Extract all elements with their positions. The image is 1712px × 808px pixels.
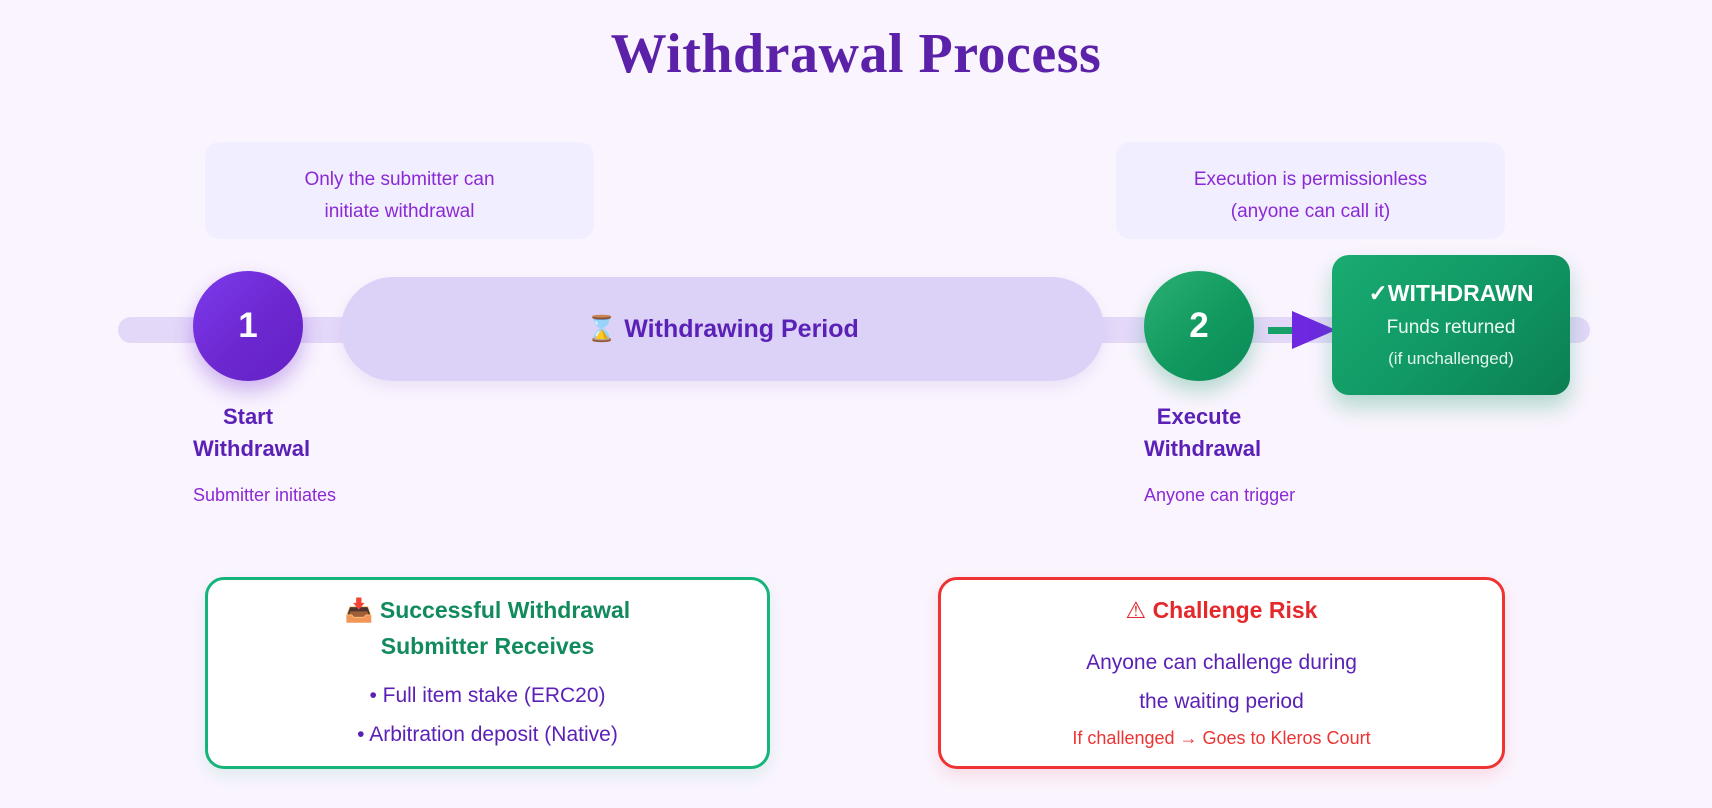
risk-body-line-2: the waiting period (1139, 690, 1304, 713)
withdrawing-period-text: Withdrawing Period (624, 315, 859, 343)
success-heading-line-2: Submitter Receives (380, 632, 595, 659)
connector-arrow (1268, 311, 1344, 349)
withdrawn-title: ✓WITHDRAWN (1368, 279, 1534, 306)
risk-card-heading: ⚠ Challenge Risk (1126, 593, 1318, 629)
step-2-title-line-1: Execute (1156, 404, 1242, 429)
warning-icon: ⚠ (1125, 598, 1147, 624)
callout-left-line-2: initiate withdrawal (324, 201, 475, 222)
card-successful-withdrawal: 📥 Successful Withdrawal Submitter Receiv… (205, 577, 770, 769)
step-1-subtitle: Submitter initiates (193, 485, 337, 505)
success-bullet-2: • Arbitration deposit (Native) (357, 722, 618, 746)
card-challenge-risk: ⚠ Challenge Risk Anyone can challenge du… (938, 577, 1505, 769)
step-1-title-line-1: Start (222, 404, 274, 429)
withdrawing-period-pill: ⌛ Withdrawing Period (341, 277, 1104, 381)
step-2-title-line-2: Withdrawal (1144, 436, 1262, 461)
success-card-body: • Full item stake (ERC20) • Arbitration … (357, 676, 618, 754)
withdrawn-result-box: ✓WITHDRAWN Funds returned (if unchalleng… (1332, 255, 1570, 395)
risk-heading-text: Challenge Risk (1152, 597, 1318, 623)
risk-card-body: Anyone can challenge during the waiting … (1086, 643, 1357, 721)
risk-body-line-1: Anyone can challenge during (1086, 651, 1357, 674)
step-2-subtitle: Anyone can trigger (1144, 485, 1296, 505)
arrow-right-icon (1292, 311, 1336, 349)
success-bullet-1: • Full item stake (ERC20) (369, 683, 606, 707)
step-1-title: Start Withdrawal (193, 401, 311, 465)
inbox-tray-icon: 📥 (344, 597, 374, 624)
success-card-heading: 📥 Successful Withdrawal Submitter Receiv… (345, 593, 630, 664)
withdrawn-subtitle-condition: (if unchallenged) (1388, 348, 1514, 368)
page-title: Withdrawal Process (610, 23, 1102, 85)
timeline-step-execute-withdrawal[interactable]: 2 Execute Withdrawal Anyone can trigger (1144, 271, 1296, 506)
callout-right-line-1: Execution is permissionless (1193, 169, 1428, 190)
connector-dash-icon (1268, 327, 1296, 334)
hourglass-icon: ⌛ (586, 314, 618, 343)
success-heading-line-1: 📥 Successful Withdrawal (345, 593, 630, 629)
step-1-number-badge: 1 (193, 271, 303, 381)
callout-right-line-2: (anyone can call it) (1230, 201, 1391, 222)
callout-start-withdrawal: Only the submitter can initiate withdraw… (205, 142, 594, 239)
risk-card-note: If challenged → Goes to Kleros Court (1072, 728, 1371, 748)
withdrawn-subtitle-funds: Funds returned (1386, 316, 1516, 338)
step-1-title-line-2: Withdrawal (193, 436, 311, 461)
step-2-number-badge: 2 (1144, 271, 1254, 381)
step-2-title: Execute Withdrawal (1144, 401, 1262, 465)
timeline-step-start-withdrawal[interactable]: 1 Start Withdrawal Submitter initiates (193, 271, 337, 506)
withdrawing-period-label: ⌛ Withdrawing Period (586, 314, 859, 344)
risk-heading-line-1: ⚠ Challenge Risk (1126, 593, 1318, 629)
callout-left-line-1: Only the submitter can (304, 169, 495, 190)
callout-execute-withdrawal: Execution is permissionless (anyone can … (1116, 142, 1505, 239)
success-heading-text-1: Successful Withdrawal (379, 596, 631, 623)
